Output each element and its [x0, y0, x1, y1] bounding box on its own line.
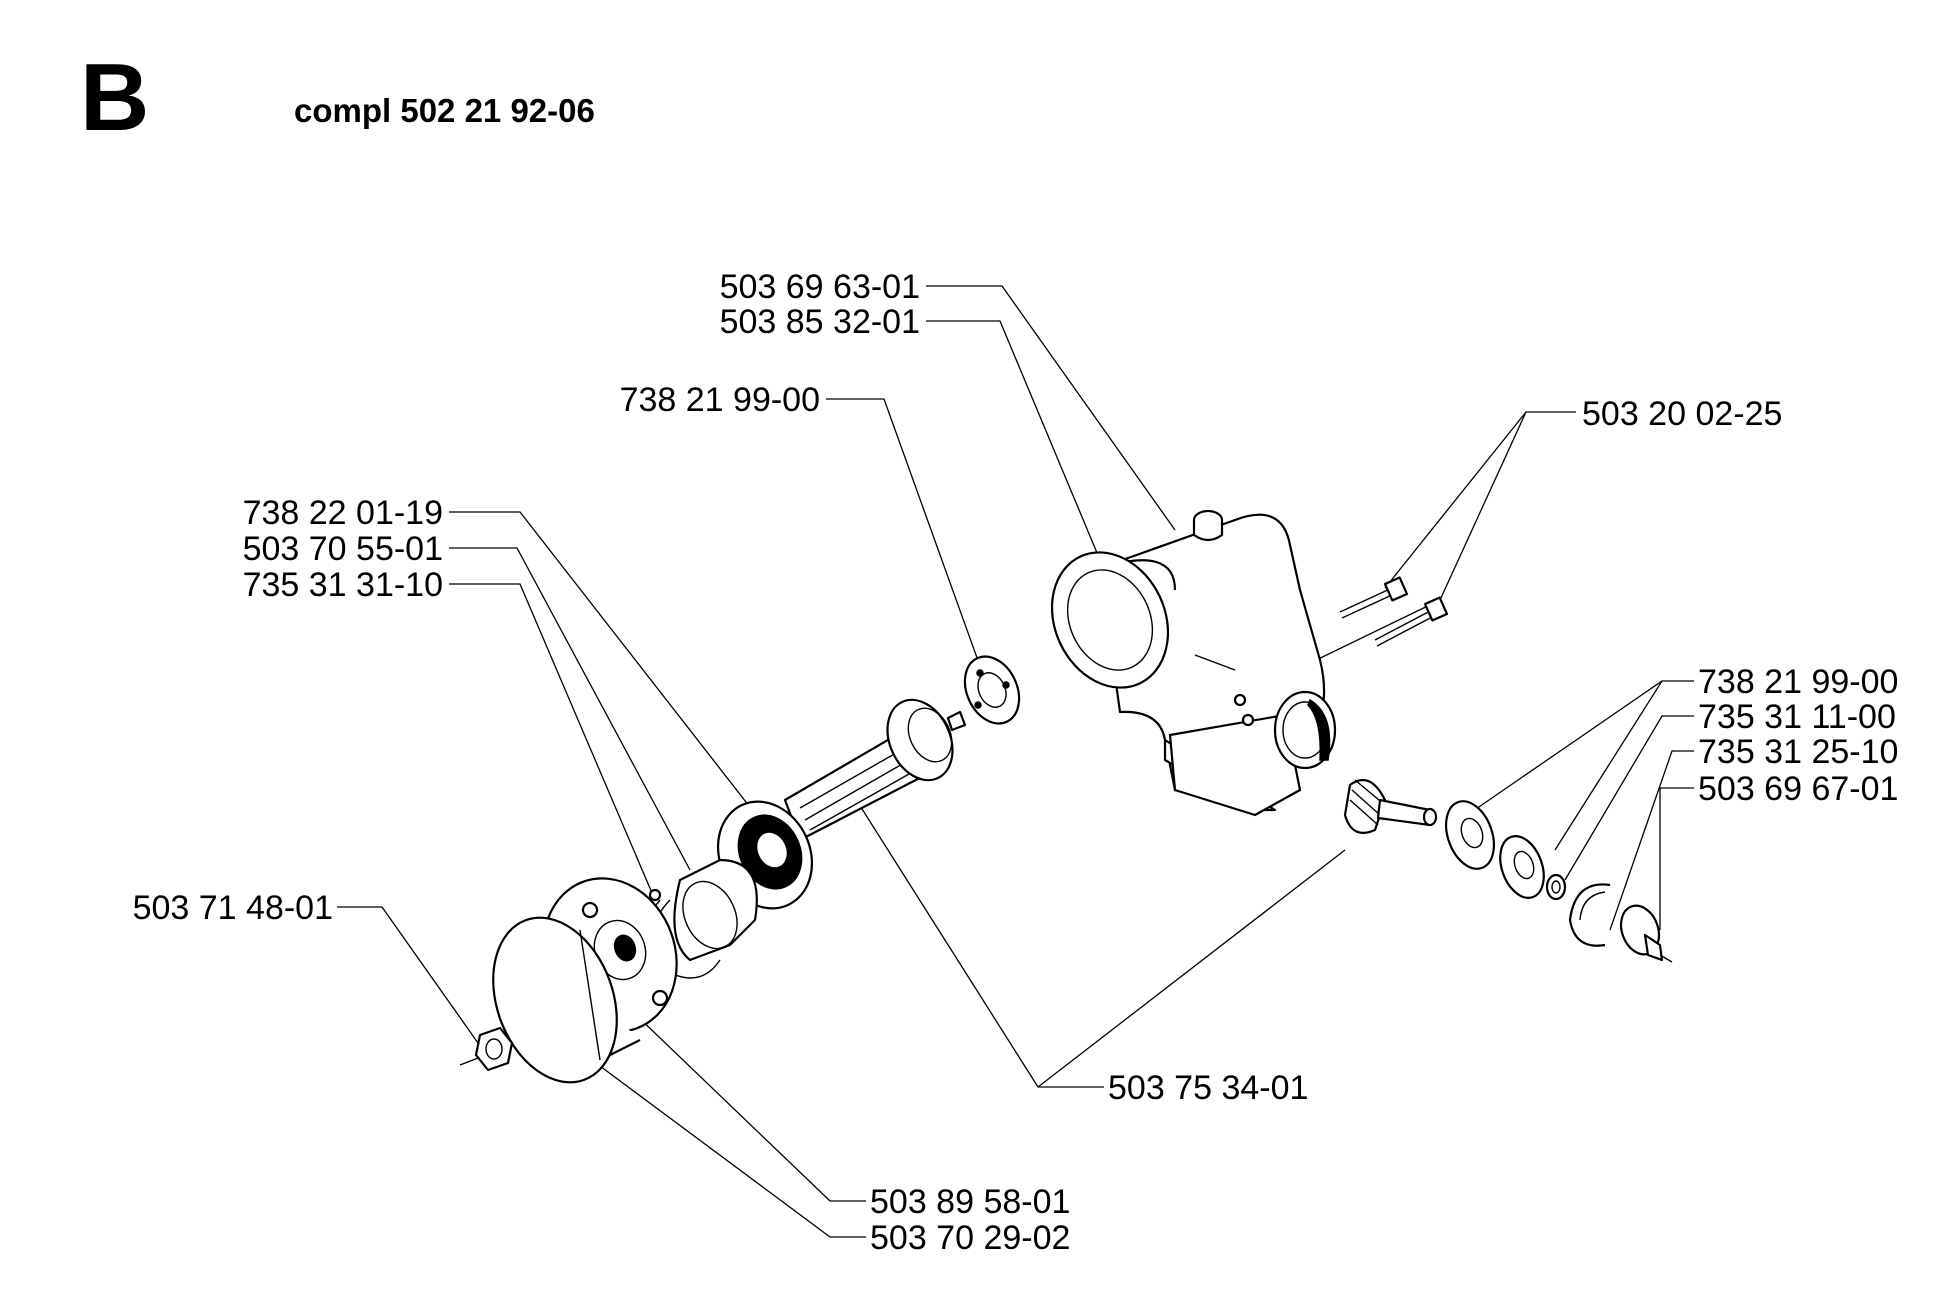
- nut: [459, 1026, 514, 1072]
- leader-p2: [926, 320, 1101, 561]
- leader-p14: [609, 989, 866, 1202]
- circlip-right: [1568, 883, 1611, 947]
- part-label: 503 71 48-01: [133, 889, 333, 927]
- leader-p4a: [1384, 411, 1576, 589]
- plug-screw: [1192, 509, 1224, 542]
- part-label: 503 70 29-02: [870, 1219, 1070, 1257]
- bearing-right-1: [1445, 800, 1495, 870]
- leader-lines: [337, 285, 1694, 1238]
- part-label: 738 21 99-00: [620, 381, 820, 419]
- bolts: [1339, 576, 1449, 647]
- part-label: 503 70 55-01: [243, 530, 443, 568]
- part-label: 503 89 58-01: [870, 1183, 1070, 1221]
- leader-p11: [1659, 787, 1694, 930]
- assembly-title: compl 502 21 92-06: [294, 92, 595, 129]
- leader-p1: [926, 285, 1176, 531]
- part-label: 503 75 34-01: [1108, 1069, 1308, 1107]
- leader-p5: [449, 511, 761, 821]
- outer-disc: [492, 916, 618, 1084]
- part-label: 738 22 01-19: [243, 494, 443, 532]
- leader-p15: [564, 1039, 866, 1238]
- part-label: 503 85 32-01: [720, 303, 920, 341]
- leader-p13b: [1037, 849, 1346, 1088]
- washer-right: [1545, 873, 1567, 901]
- input-shaft: [783, 698, 967, 842]
- leader-p6: [449, 547, 691, 871]
- section-letter: B: [80, 44, 150, 151]
- part-label: 735 31 11-00: [1698, 698, 1896, 736]
- part-label: 735 31 25-10: [1698, 733, 1898, 771]
- leader-p4b: [1439, 411, 1527, 601]
- leader-p8a: [1459, 680, 1694, 821]
- leader-p12: [337, 906, 491, 1061]
- part-label: 503 69 63-01: [720, 268, 920, 306]
- bearing-upper: [963, 655, 1021, 725]
- leader-p10: [1609, 750, 1694, 931]
- part-label: 738 21 99-00: [1698, 663, 1898, 701]
- part-label: 503 69 67-01: [1698, 770, 1898, 808]
- bearing-right-2: [1499, 835, 1545, 899]
- leader-p7: [449, 583, 656, 901]
- part-label: 503 20 02-25: [1582, 395, 1782, 433]
- leader-p8b: [1554, 680, 1663, 851]
- leader-p13a: [849, 789, 1104, 1088]
- gear-housing: [1050, 513, 1337, 817]
- end-cap: [1619, 904, 1673, 963]
- seal-ring: [673, 858, 758, 962]
- leader-p9: [1564, 715, 1694, 881]
- part-label: 735 31 31-10: [243, 566, 443, 604]
- output-shaft: [1343, 778, 1438, 834]
- leader-p3: [826, 398, 986, 681]
- part-labels: 503 69 63-01 503 85 32-01 738 21 99-00 5…: [133, 268, 1899, 1257]
